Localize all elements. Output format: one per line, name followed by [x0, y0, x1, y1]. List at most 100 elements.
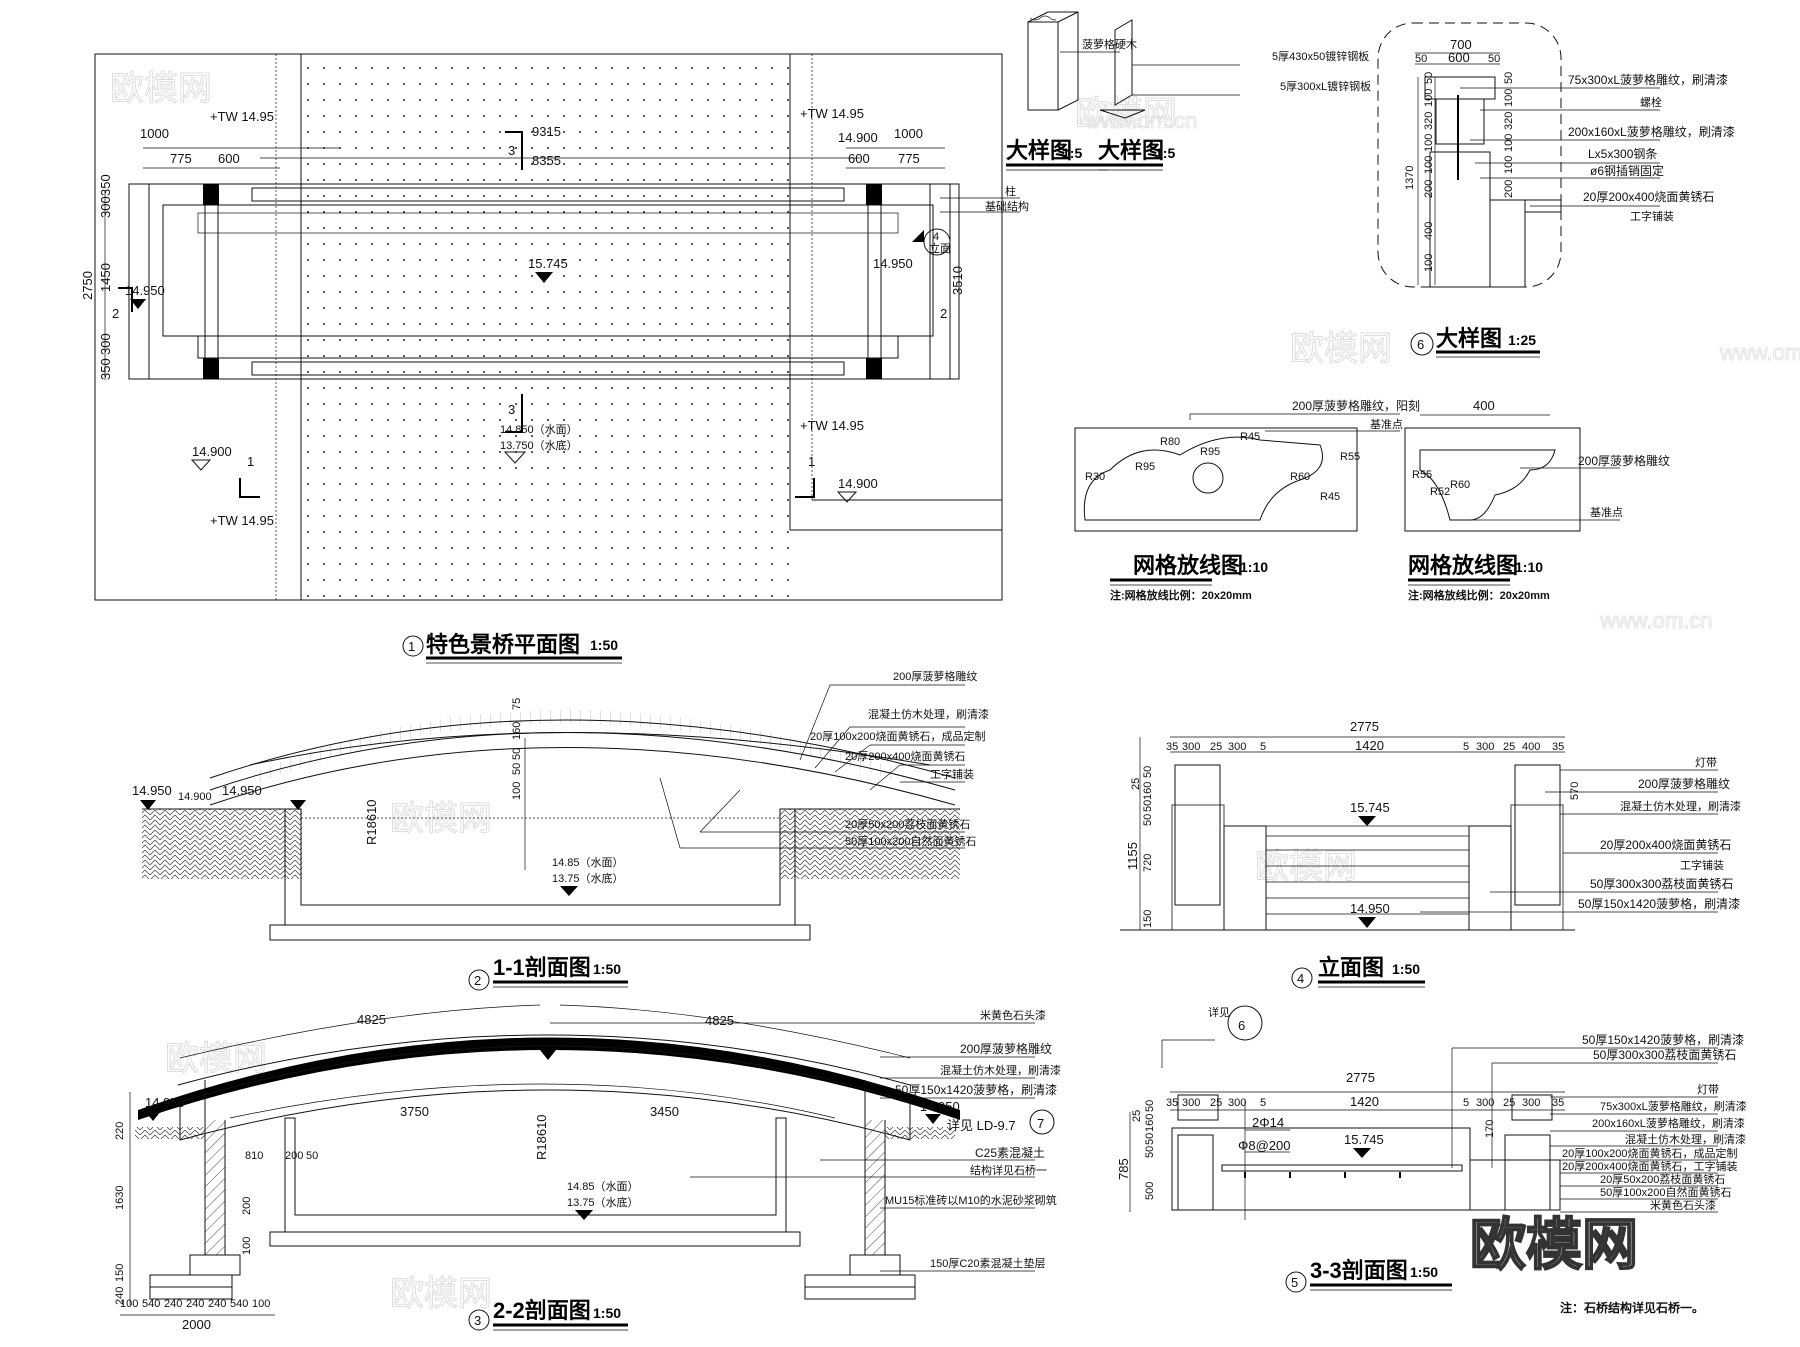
view-title: 网格放线图	[1133, 553, 1243, 578]
level-label: 14.950	[873, 256, 913, 271]
dim: 1370	[1404, 166, 1416, 190]
dim: 100	[511, 782, 523, 800]
label: MU15标准砖以M10的水泥砂浆砌筑	[885, 1193, 1057, 1207]
label: 50厚100x200自然面黄锈石	[1600, 1185, 1731, 1199]
dim: 150	[114, 1264, 126, 1282]
label: 200厚菠萝格雕纹，阳刻	[1292, 398, 1420, 413]
watermark: 欧模网	[110, 70, 212, 108]
dim: 50	[1415, 53, 1427, 65]
dim: 25	[1210, 1097, 1222, 1109]
label: 20厚100x200烧面黄锈石，成品定制	[1562, 1146, 1737, 1160]
label: 米黄色石头漆	[1650, 1198, 1716, 1212]
section-2-2: 4825 4825 3750 3450 14.950 14.950 14.85（…	[114, 1004, 1061, 1332]
dim: 400	[1522, 741, 1540, 753]
label: 5厚430x50镀锌钢板	[1272, 49, 1369, 63]
dim: 2000	[182, 1317, 211, 1332]
view-number: 4	[1297, 971, 1304, 986]
dim: 2775	[1350, 719, 1379, 734]
level-label: 14.950	[132, 783, 172, 798]
dim: 5	[1260, 1097, 1266, 1109]
dim: 50	[1423, 72, 1435, 84]
view-title: 大样图	[1436, 326, 1502, 351]
dim: 300	[1476, 741, 1494, 753]
label: C25素混凝土	[975, 1145, 1045, 1160]
label: 工字铺装	[1630, 209, 1674, 223]
dim: 100	[120, 1298, 138, 1310]
view-number: 6	[1417, 337, 1424, 352]
detail-scale: 1:5	[1062, 145, 1082, 161]
grid-layout-left: 200厚菠萝格雕纹，阳刻 基准点 R80 R95 R45 R30 R95 R60…	[1074, 398, 1420, 602]
watermark-url: www.om.cn	[1719, 340, 1800, 365]
dim: 600	[848, 151, 870, 166]
view-scale: 1:10	[1240, 559, 1268, 575]
level-label: +TW 14.95	[210, 513, 274, 528]
dim: 100	[1423, 254, 1435, 272]
view-scale: 1:50	[1392, 961, 1420, 977]
label: 米黄色石头漆	[980, 1008, 1046, 1022]
radius-label: R60	[1450, 479, 1470, 491]
detail-small: 菠萝格硬木 大样图 1:5 5厚430x50镀锌钢板 5厚300xL镀锌钢板 大…	[1006, 11, 1371, 171]
dim: 50	[306, 1150, 318, 1162]
dim: 720	[1142, 854, 1154, 872]
dim: 1155	[1125, 842, 1140, 870]
dim: 50	[511, 748, 523, 760]
label: 灯带	[1695, 756, 1717, 769]
dim: 75	[511, 698, 523, 710]
level-label: 14.950	[222, 783, 262, 798]
dim: 5	[1260, 741, 1266, 753]
level-label: 14.900	[838, 476, 878, 491]
arc-dim: 3750	[400, 1104, 429, 1119]
level-label: 14.950	[920, 1099, 960, 1114]
view-scale: 1:50	[590, 637, 618, 653]
label: 工字铺装	[1680, 858, 1724, 872]
label: 50厚150x1420菠萝格，刷清漆	[1578, 896, 1740, 911]
watermarks: 欧模网 欧模网 欧模网 欧模网 欧模网 欧模网 欧模网 www.om.cn ww…	[110, 70, 1800, 1314]
dim: 350	[98, 174, 113, 196]
level-label: 13.75（水底）	[552, 871, 624, 885]
dim: 240	[186, 1298, 204, 1310]
label: 基准点	[1590, 506, 1623, 519]
watermark: 欧模网	[1255, 848, 1357, 886]
dim: 9315	[532, 124, 561, 139]
dim: 100	[1503, 89, 1515, 107]
dim: 400	[1423, 222, 1435, 240]
label: 200厚菠萝格雕纹	[893, 669, 977, 683]
view-number: 3	[474, 1313, 481, 1328]
dim: 25	[1131, 1110, 1143, 1122]
label: 20厚200x400烧面黄锈石，工字铺装	[1562, 1159, 1737, 1173]
view-title: 网格放线图	[1408, 553, 1518, 578]
view-scale: 1:50	[593, 961, 621, 977]
grid-layout-right: 400 200厚菠萝格雕纹 基准点 R55 R52 R60 网格放线图 1:10…	[1404, 398, 1670, 602]
post	[203, 184, 219, 205]
granite-strip	[197, 335, 899, 359]
arc-dim: 4825	[357, 1012, 386, 1027]
dim: 200	[1423, 180, 1435, 198]
radius-label: R30	[1085, 471, 1105, 483]
level-label: 15.745	[1344, 1132, 1384, 1147]
dim: 1450	[98, 263, 113, 292]
view-number: 2	[474, 973, 481, 988]
dim: 50	[1142, 800, 1154, 812]
level-label: 14.900	[178, 791, 212, 803]
dim: 300	[98, 196, 113, 218]
label: 200x160xL菠萝格雕纹，刷清漆	[1592, 1116, 1745, 1130]
view-title: 1-1剖面图	[493, 955, 591, 980]
label: 20厚200x400烧面黄锈石	[1600, 838, 1731, 852]
level-label: 13.750（水底）	[500, 438, 578, 452]
dim: 540	[230, 1298, 248, 1310]
dim: 170	[1484, 1120, 1496, 1138]
radius-label: R45	[1240, 431, 1260, 443]
radius-label: R80	[1160, 436, 1180, 448]
dim: 5	[1463, 1097, 1469, 1109]
rebar-label: Φ8@200	[1238, 1138, 1291, 1153]
view-scale: 1:50	[593, 1305, 621, 1321]
label: 150厚C20素混凝土垫层	[930, 1256, 1046, 1270]
post	[866, 358, 882, 379]
radius-label: R95	[1135, 461, 1155, 473]
label: 200厚菠萝格雕纹	[960, 1041, 1052, 1056]
dim: 300	[1182, 1097, 1200, 1109]
dim: 785	[1116, 1158, 1131, 1180]
label: 50厚150x1420菠萝格，刷清漆	[895, 1082, 1057, 1097]
view-scale: 1:25	[1508, 332, 1536, 348]
radius-label: R55	[1412, 469, 1432, 481]
